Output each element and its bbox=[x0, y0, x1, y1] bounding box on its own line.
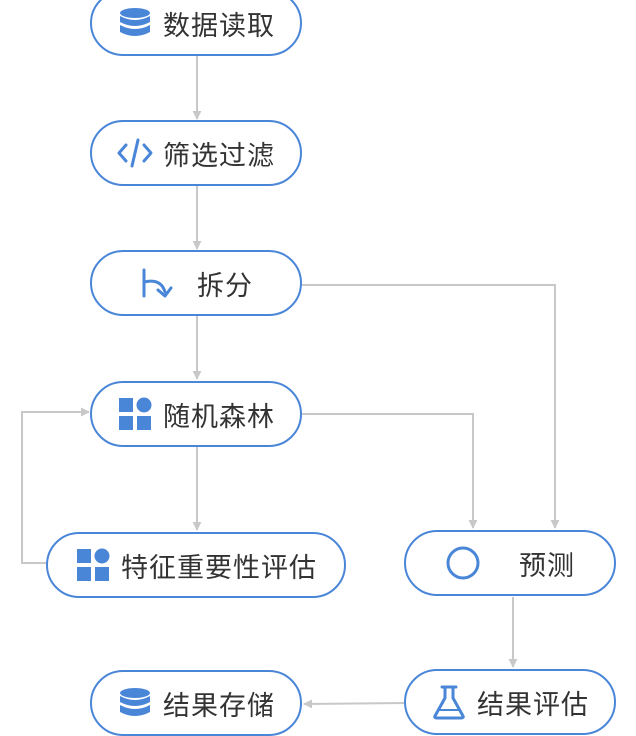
edge-fi-rf bbox=[21, 407, 90, 564]
edge-rf-predict bbox=[302, 413, 478, 529]
node-label: 拆分 bbox=[197, 270, 253, 302]
node-filter[interactable]: 筛选过滤 bbox=[90, 120, 302, 186]
circle-icon bbox=[445, 545, 481, 581]
node-label: 筛选过滤 bbox=[163, 140, 275, 172]
node-label: 随机森林 bbox=[163, 401, 275, 433]
code-icon bbox=[117, 135, 153, 171]
database-icon bbox=[117, 685, 153, 721]
model-blocks-icon bbox=[117, 396, 153, 432]
node-predict[interactable]: 预测 bbox=[404, 530, 616, 596]
node-result-store[interactable]: 结果存储 bbox=[90, 670, 302, 736]
node-result-evaluate[interactable]: 结果评估 bbox=[404, 669, 616, 735]
node-label: 特征重要性评估 bbox=[121, 552, 317, 584]
node-label: 结果评估 bbox=[477, 689, 589, 721]
edge-split-predict bbox=[302, 284, 560, 529]
node-data-read[interactable]: 数据读取 bbox=[90, 0, 302, 56]
model-blocks-icon bbox=[75, 547, 111, 583]
split-arrow-icon bbox=[139, 265, 175, 301]
node-random-forest[interactable]: 随机森林 bbox=[90, 381, 302, 447]
node-label: 预测 bbox=[519, 550, 575, 582]
node-label: 数据读取 bbox=[163, 10, 275, 42]
database-icon bbox=[117, 5, 153, 41]
flask-icon bbox=[431, 684, 467, 720]
edge-evaluate-store bbox=[303, 699, 405, 709]
node-split[interactable]: 拆分 bbox=[90, 250, 302, 316]
node-feature-importance[interactable]: 特征重要性评估 bbox=[46, 532, 346, 598]
node-label: 结果存储 bbox=[163, 690, 275, 722]
